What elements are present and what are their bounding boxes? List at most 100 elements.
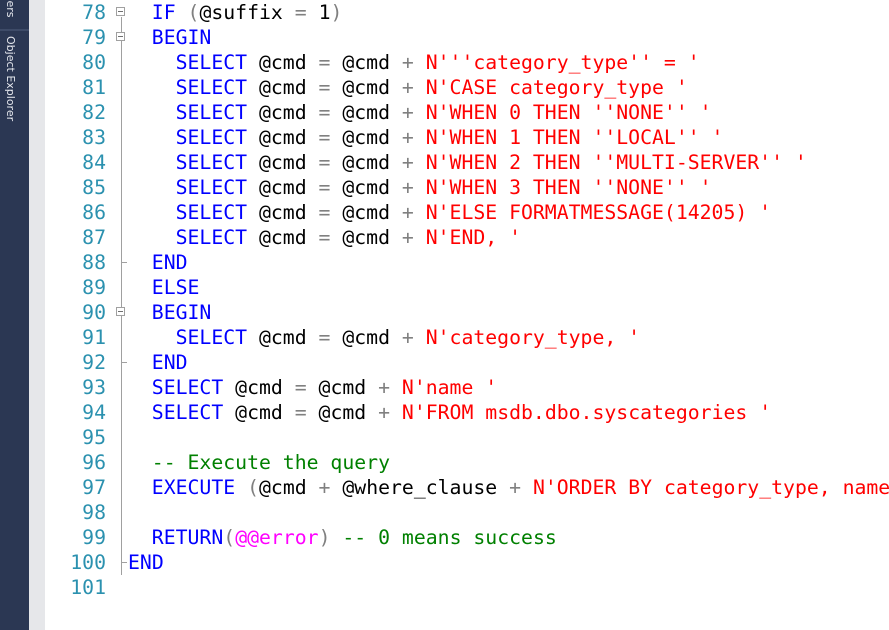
code-line[interactable]: 100 END (45, 550, 889, 575)
code-text: SELECT @cmd = @cmd + N'CASE category_typ… (176, 75, 688, 100)
code-line[interactable]: 90 BEGIN (45, 300, 889, 325)
line-number: 84 (82, 151, 106, 174)
token-tx: @cmd (342, 101, 402, 124)
outline-end-marker (121, 362, 127, 363)
collapse-icon[interactable] (116, 307, 125, 316)
line-number: 95 (82, 426, 106, 449)
token-kw: SELECT (175, 151, 259, 174)
token-tx: @suffix (199, 1, 295, 24)
token-op: + (401, 176, 426, 199)
token-tx: @cmd (258, 176, 319, 199)
code-line[interactable]: 91 SELECT @cmd = @cmd + N'category_type, … (45, 325, 889, 350)
line-number: 100 (70, 551, 106, 574)
code-text: SELECT @cmd = @cmd + N'name ' (152, 375, 497, 400)
token-str: N'FROM msdb.dbo.syscategories ' (401, 401, 772, 424)
token-str: N'END, ' (425, 226, 521, 249)
sidebar-divider (0, 29, 29, 31)
token-op: + (401, 226, 426, 249)
token-tx: @cmd (258, 126, 319, 149)
token-op: = (318, 51, 343, 74)
token-cm: -- Execute the query (151, 451, 390, 474)
token-kw: SELECT (175, 51, 259, 74)
token-str: N'category_type, ' (425, 326, 641, 349)
code-line[interactable]: 93 SELECT @cmd = @cmd + N'name ' (45, 375, 889, 400)
token-str: N'''category_type'' = ' (425, 51, 700, 74)
line-number: 96 (82, 451, 106, 474)
token-kw: BEGIN (151, 26, 212, 49)
token-op: + (318, 476, 343, 499)
line-number: 91 (82, 326, 106, 349)
token-op: + (401, 101, 426, 124)
token-tx: @cmd (342, 226, 402, 249)
line-number: 93 (82, 376, 106, 399)
editor-margin (29, 0, 45, 630)
token-op: + (401, 76, 426, 99)
token-kw: SELECT (151, 401, 236, 424)
token-tx: @cmd (259, 476, 319, 499)
code-text: SELECT @cmd = @cmd + N'END, ' (176, 225, 521, 250)
token-kw: SELECT (175, 76, 259, 99)
token-op: = (318, 226, 343, 249)
collapse-icon[interactable] (116, 32, 125, 41)
code-text: SELECT @cmd = @cmd + N'FROM msdb.dbo.sys… (152, 400, 771, 425)
line-number: 90 (82, 301, 106, 324)
code-line[interactable]: 101 (45, 575, 889, 600)
tab-object-explorer[interactable]: Object Explorer (4, 36, 17, 122)
code-text: BEGIN (152, 300, 212, 325)
token-tx: @where_clause (342, 476, 510, 499)
code-text: SELECT @cmd = @cmd + N'WHEN 0 THEN ''NON… (176, 100, 712, 125)
token-kw: EXECUTE (151, 476, 248, 499)
collapse-icon[interactable] (116, 7, 125, 16)
token-op: ( (187, 1, 200, 24)
code-text: SELECT @cmd = @cmd + N'''category_type''… (176, 50, 700, 75)
token-op: = (318, 76, 343, 99)
token-op: = (318, 201, 343, 224)
line-number: 87 (82, 226, 106, 249)
token-str: N'WHEN 1 THEN ''LOCAL'' ' (425, 126, 724, 149)
line-number: 85 (82, 176, 106, 199)
token-str: N'WHEN 0 THEN ''NONE'' ' (425, 101, 712, 124)
code-line[interactable]: 92 END (45, 350, 889, 375)
line-number: 92 (82, 351, 106, 374)
token-str: N'WHEN 3 THEN ''NONE'' ' (425, 176, 712, 199)
token-tx: @cmd (258, 151, 319, 174)
tab-registered-servers[interactable]: vers (4, 0, 17, 18)
token-tx: @cmd (258, 101, 319, 124)
code-text: SELECT @cmd = @cmd + N'WHEN 2 THEN ''MUL… (176, 150, 807, 175)
line-number: 88 (82, 251, 106, 274)
code-text: END (128, 550, 164, 575)
line-number: 99 (82, 526, 106, 549)
token-kw: SELECT (175, 201, 259, 224)
line-number: 83 (82, 126, 106, 149)
code-line[interactable]: 96 -- Execute the query (45, 450, 889, 475)
token-op: + (378, 401, 402, 424)
token-tx: @cmd (258, 226, 319, 249)
token-tx: @cmd (318, 376, 379, 399)
token-op: + (401, 126, 426, 149)
token-tx: @cmd (342, 326, 402, 349)
code-text: SELECT @cmd = @cmd + N'category_type, ' (176, 325, 641, 350)
code-line[interactable]: 84 SELECT @cmd = @cmd + N'WHEN 2 THEN ''M… (45, 150, 889, 175)
token-kw: SELECT (151, 376, 236, 399)
token-op: = (318, 326, 343, 349)
token-kw: END (151, 351, 188, 374)
token-tx: 1 (318, 1, 331, 24)
code-line[interactable]: 95 (45, 425, 889, 450)
code-line[interactable]: 98 (45, 500, 889, 525)
token-kw: SELECT (175, 226, 259, 249)
code-line[interactable]: 87 SELECT @cmd = @cmd + N'END, ' (45, 225, 889, 250)
